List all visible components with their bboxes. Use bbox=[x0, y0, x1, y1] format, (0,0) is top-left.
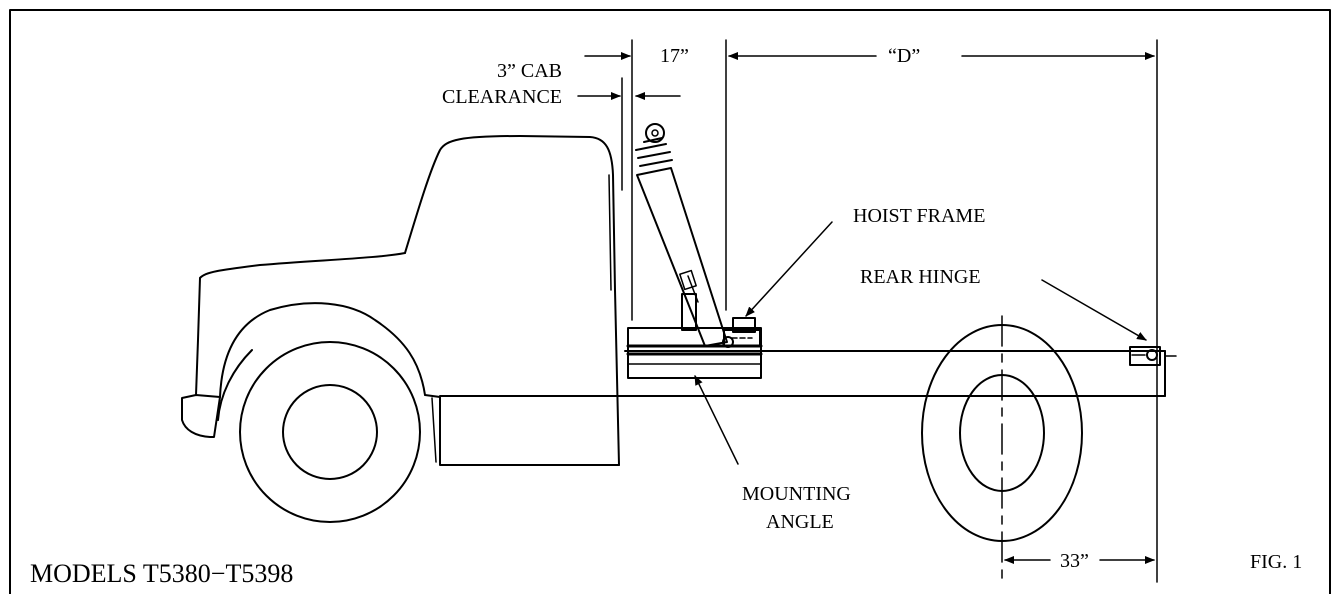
hoist-frame-label: HOIST FRAME bbox=[853, 205, 985, 227]
truck-cab bbox=[181, 135, 620, 466]
dim-33-label: 33” bbox=[1060, 550, 1089, 572]
hoist-mounting-angle bbox=[626, 327, 763, 379]
cab-clearance-label-line1: 3” CAB bbox=[497, 60, 562, 82]
chassis-frame bbox=[439, 350, 1166, 397]
mounting-angle-label-line1: MOUNTING bbox=[742, 483, 851, 505]
front-wheel bbox=[239, 341, 421, 523]
dim-cab-clearance-arrows bbox=[577, 52, 681, 100]
dim-17-label: 17” bbox=[660, 45, 689, 67]
figure-border bbox=[9, 9, 1331, 595]
fig-label: FIG. 1 bbox=[1250, 551, 1302, 573]
rear-hinge bbox=[1129, 346, 1177, 366]
hoist-frame bbox=[723, 317, 761, 347]
mounting-angle-label-line2: ANGLE bbox=[766, 511, 834, 533]
rear-hinge-label: REAR HINGE bbox=[860, 266, 981, 288]
cab-clearance-label-line2: CLEARANCE bbox=[442, 86, 562, 108]
models-label: MODELS T5380−T5398 bbox=[30, 559, 293, 588]
dimension-extension-lines bbox=[621, 39, 1158, 583]
rear-wheel bbox=[921, 315, 1083, 581]
dim-d-label: “D” bbox=[888, 45, 920, 67]
hoist-cylinder bbox=[635, 123, 734, 348]
leader-lines bbox=[694, 221, 1147, 465]
